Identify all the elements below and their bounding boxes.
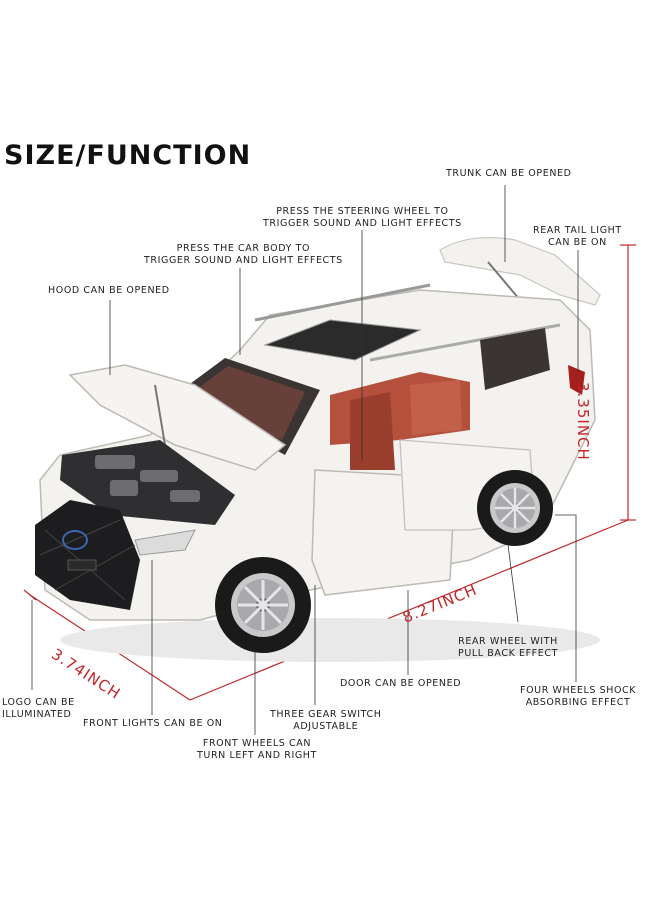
label-logo-line2: ILLUMINATED [2, 709, 72, 720]
label-rear-tail-line1: REAR TAIL LIGHT [533, 225, 622, 236]
label-steering-line2: TRIGGER SOUND AND LIGHT EFFECTS [263, 218, 462, 229]
label-gear-switch: THREE GEAR SWITCH ADJUSTABLE [270, 709, 382, 733]
label-rear-wheel-line1: REAR WHEEL WITH [458, 636, 558, 647]
label-car-body-line2: TRIGGER SOUND AND LIGHT EFFECTS [144, 255, 343, 266]
label-rear-wheel-line2: PULL BACK EFFECT [458, 648, 558, 659]
label-shock-line1: FOUR WHEELS SHOCK [520, 685, 637, 696]
leader-lines [31, 185, 579, 735]
label-logo-line1: LOGO CAN BE [2, 697, 75, 708]
label-trunk: TRUNK CAN BE OPENED [446, 168, 572, 179]
page-title: SIZE/FUNCTION [4, 140, 252, 171]
dimension-lines [23, 244, 636, 701]
label-logo: LOGO CAN BE ILLUMINATED [2, 697, 75, 721]
dimension-height: 3.35INCH [574, 382, 592, 461]
label-front-wheels-line2: TURN LEFT AND RIGHT [197, 750, 317, 761]
label-rear-tail-light: REAR TAIL LIGHT CAN BE ON [533, 225, 622, 249]
label-shock: FOUR WHEELS SHOCK ABSORBING EFFECT [520, 685, 636, 709]
label-gear-line2: ADJUSTABLE [293, 721, 359, 732]
label-door: DOOR CAN BE OPENED [340, 678, 462, 689]
label-steering: PRESS THE STEERING WHEEL TO TRIGGER SOUN… [263, 206, 462, 230]
label-steering-line1: PRESS THE STEERING WHEEL TO [276, 206, 449, 217]
label-car-body: PRESS THE CAR BODY TO TRIGGER SOUND AND … [144, 243, 343, 267]
label-gear-line1: THREE GEAR SWITCH [270, 709, 382, 720]
label-front-wheels: FRONT WHEELS CAN TURN LEFT AND RIGHT [197, 738, 317, 762]
label-rear-wheel: REAR WHEEL WITH PULL BACK EFFECT [458, 636, 558, 660]
label-shock-line2: ABSORBING EFFECT [525, 697, 631, 708]
label-front-lights: FRONT LIGHTS CAN BE ON [83, 718, 223, 729]
label-car-body-line1: PRESS THE CAR BODY TO [176, 243, 311, 254]
label-front-wheels-line1: FRONT WHEELS CAN [202, 738, 312, 749]
label-hood: HOOD CAN BE OPENED [48, 285, 170, 296]
label-rear-tail-line2: CAN BE ON [548, 237, 607, 248]
